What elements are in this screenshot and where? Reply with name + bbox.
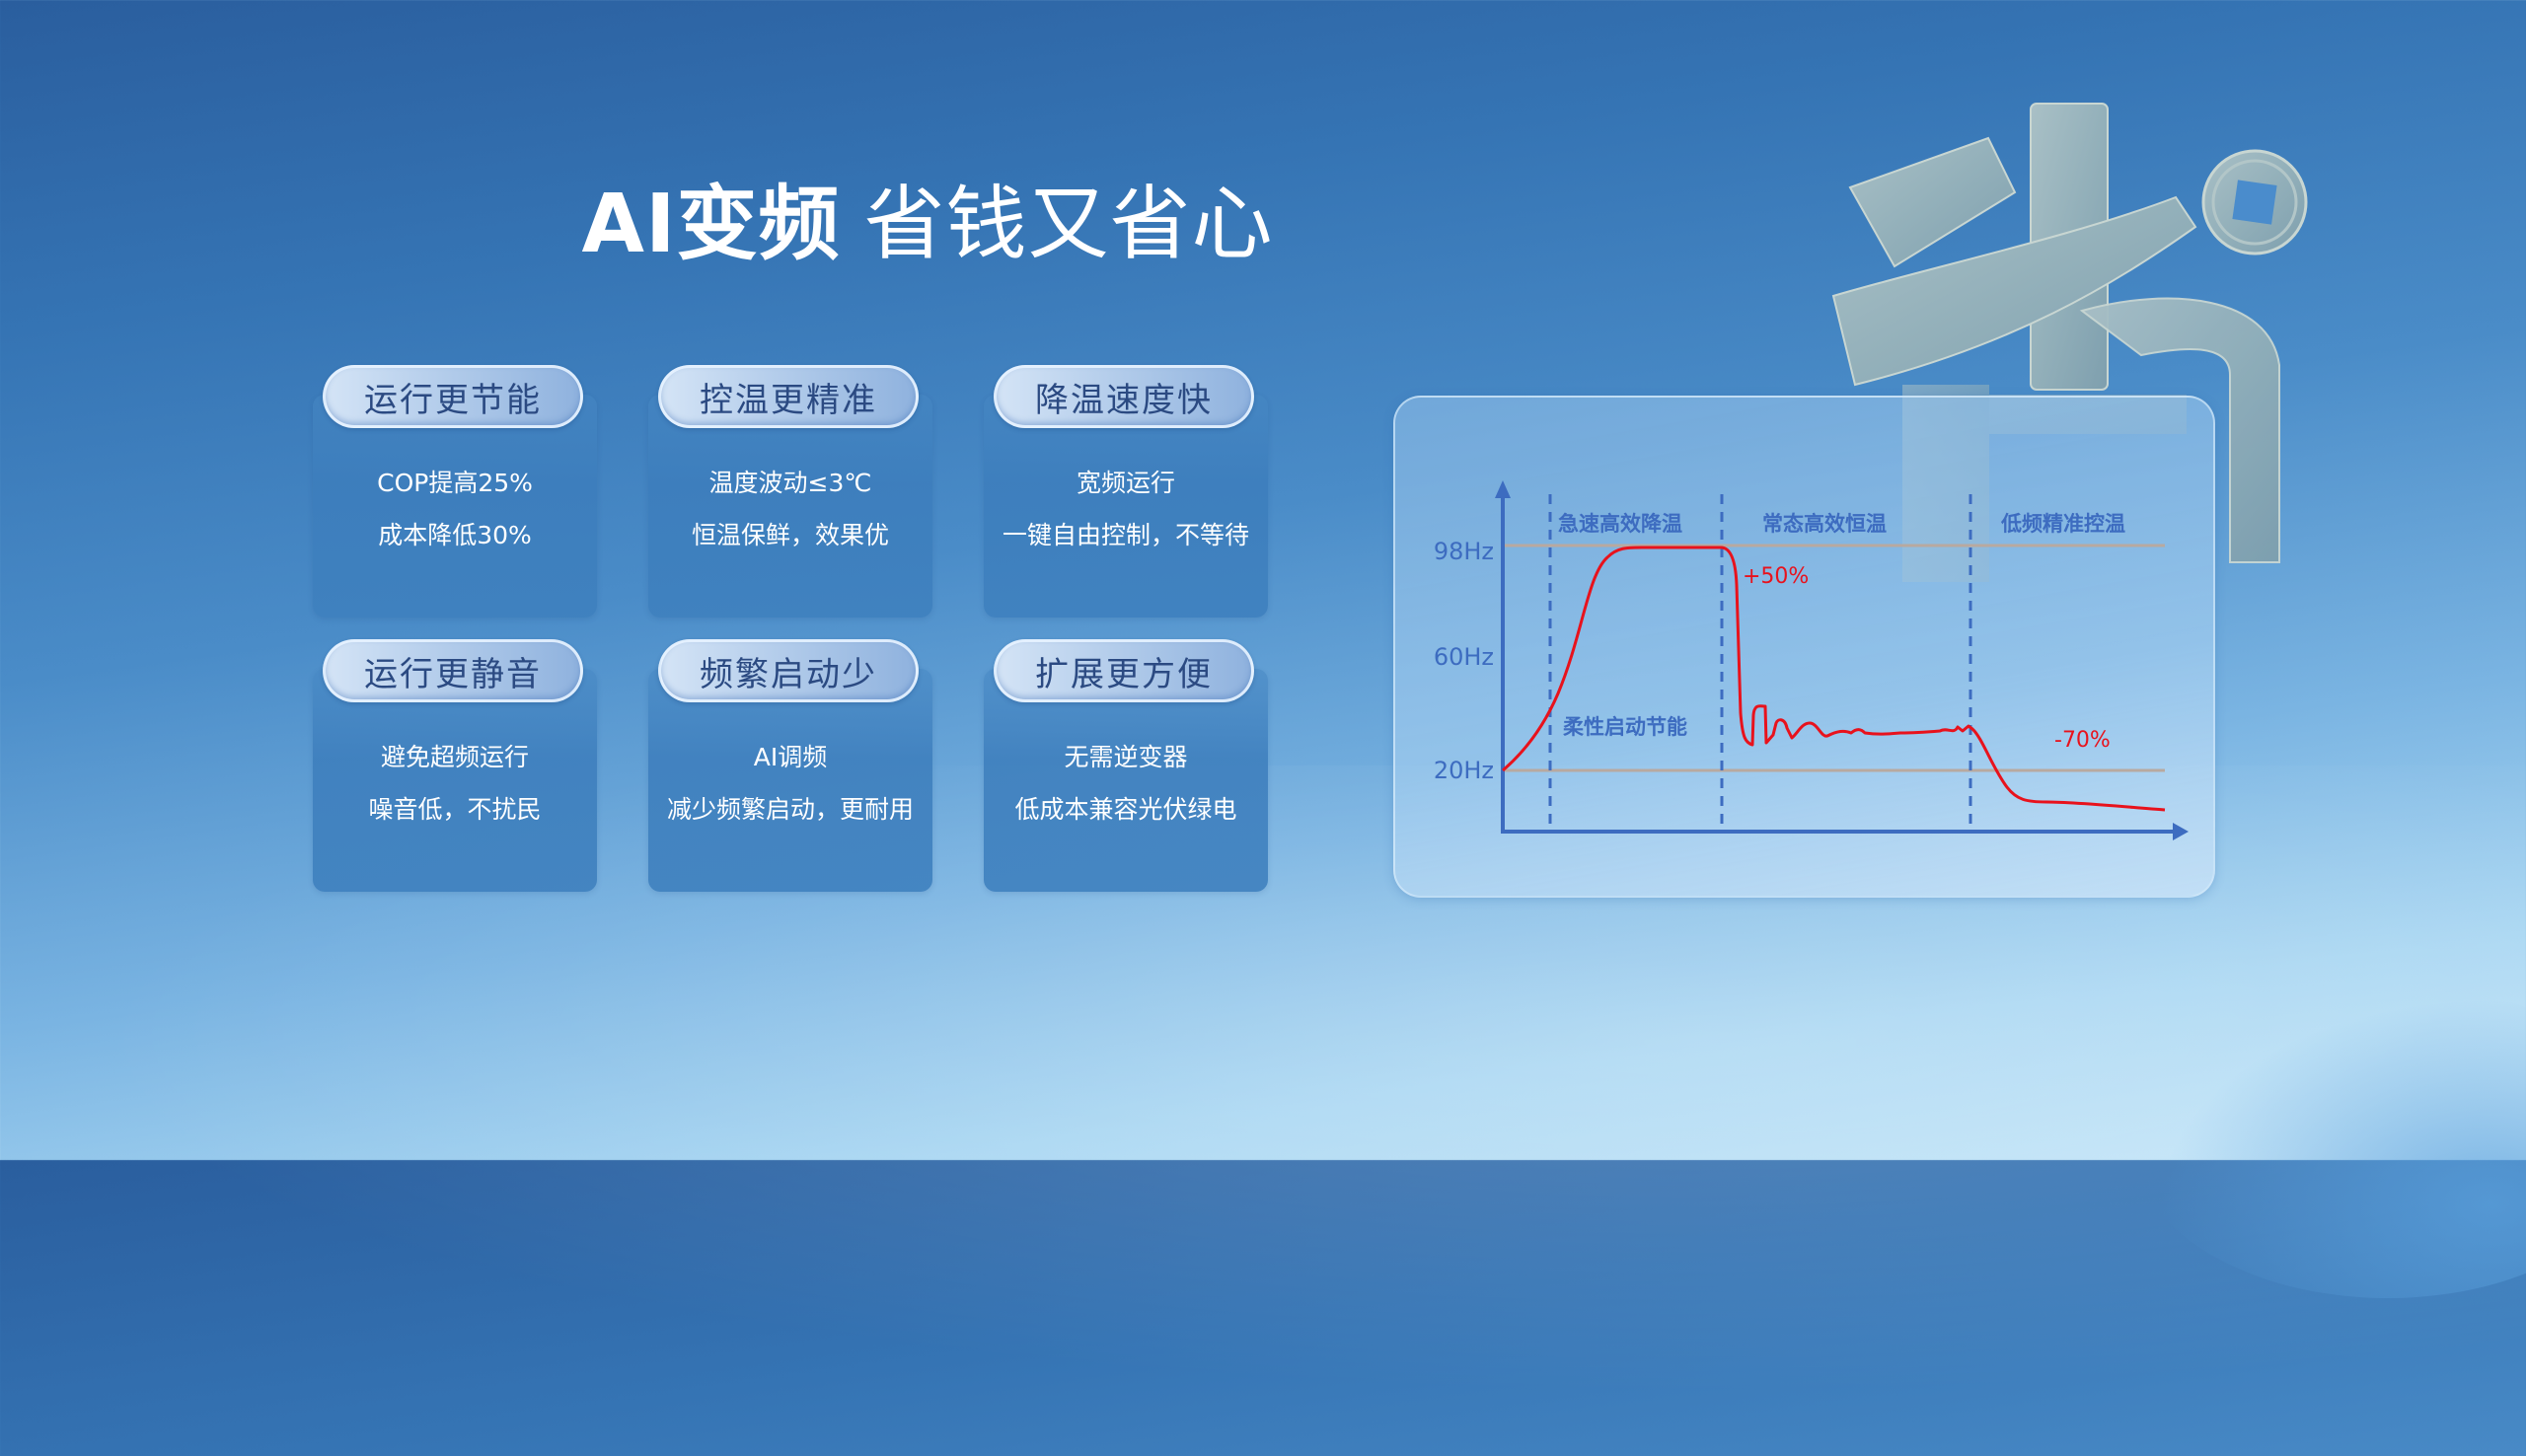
feature-title-pill: 降温速度快 <box>994 365 1254 428</box>
feature-title-pill: 频繁启动少 <box>658 639 919 702</box>
x-axis-arrow-icon <box>2173 823 2189 840</box>
feature-line: 噪音低，不扰民 <box>368 795 542 824</box>
page-title: AI变频省钱又省心 <box>0 158 1855 275</box>
feature-title-pill: 运行更节能 <box>323 365 583 428</box>
title-light: 省钱又省心 <box>863 178 1274 271</box>
phase-label: 常态高效恒温 <box>1762 512 1887 536</box>
feature-card-fewer-starts: 频繁启动少 AI调频 减少频繁启动，更耐用 <box>648 639 932 892</box>
annotation-plus-50: +50% <box>1743 564 1809 589</box>
title-bold: AI变频 <box>581 178 841 271</box>
feature-card-precision: 控温更精准 温度波动≤3℃ 恒温保鲜，效果优 <box>648 365 932 618</box>
feature-line: 避免超频运行 <box>380 743 529 771</box>
feature-title-pill: 控温更精准 <box>658 365 919 428</box>
feature-card-energy: 运行更节能 COP提高25% 成本降低30% <box>313 365 597 618</box>
feature-line: 温度波动≤3℃ <box>708 469 872 497</box>
feature-line: AI调频 <box>753 743 828 771</box>
annotation-soft-start: 柔性启动节能 <box>1563 715 1687 739</box>
feature-title-pill: 扩展更方便 <box>994 639 1254 702</box>
feature-card-expandable: 扩展更方便 无需逆变器 低成本兼容光伏绿电 <box>984 639 1268 892</box>
feature-line: 低成本兼容光伏绿电 <box>1014 795 1237 824</box>
phase-label: 低频精准控温 <box>2000 512 2125 536</box>
annotation-minus-70: -70% <box>2054 728 2111 753</box>
feature-line: 一键自由控制，不等待 <box>1002 521 1249 549</box>
feature-line: COP提高25% <box>377 469 533 497</box>
y-tick-label: 98Hz <box>1434 538 1494 565</box>
feature-title-pill: 运行更静音 <box>323 639 583 702</box>
frequency-curve <box>1502 546 2166 812</box>
frequency-chart-card: 98Hz 60Hz 20Hz 急速高效降温 常态高效恒温 低频精准控温 柔性启动… <box>1393 396 2215 898</box>
feature-card-quiet: 运行更静音 避免超频运行 噪音低，不扰民 <box>313 639 597 892</box>
y-axis-arrow-icon <box>1495 480 1511 498</box>
feature-line: 无需逆变器 <box>1064 743 1188 771</box>
feature-line: 减少频繁启动，更耐用 <box>666 795 914 824</box>
background-wave <box>2131 983 2526 1298</box>
y-tick-label: 60Hz <box>1434 643 1494 671</box>
y-tick-label: 20Hz <box>1434 757 1494 784</box>
feature-line: 宽频运行 <box>1076 469 1175 497</box>
feature-line: 恒温保鲜，效果优 <box>691 521 889 549</box>
frequency-chart: 98Hz 60Hz 20Hz 急速高效降温 常态高效恒温 低频精准控温 柔性启动… <box>1434 480 2189 840</box>
feature-line: 成本降低30% <box>378 521 532 549</box>
phase-label: 急速高效降温 <box>1558 512 1682 536</box>
feature-card-fast-cooling: 降温速度快 宽频运行 一键自由控制，不等待 <box>984 365 1268 618</box>
coin-icon <box>2201 149 2308 255</box>
